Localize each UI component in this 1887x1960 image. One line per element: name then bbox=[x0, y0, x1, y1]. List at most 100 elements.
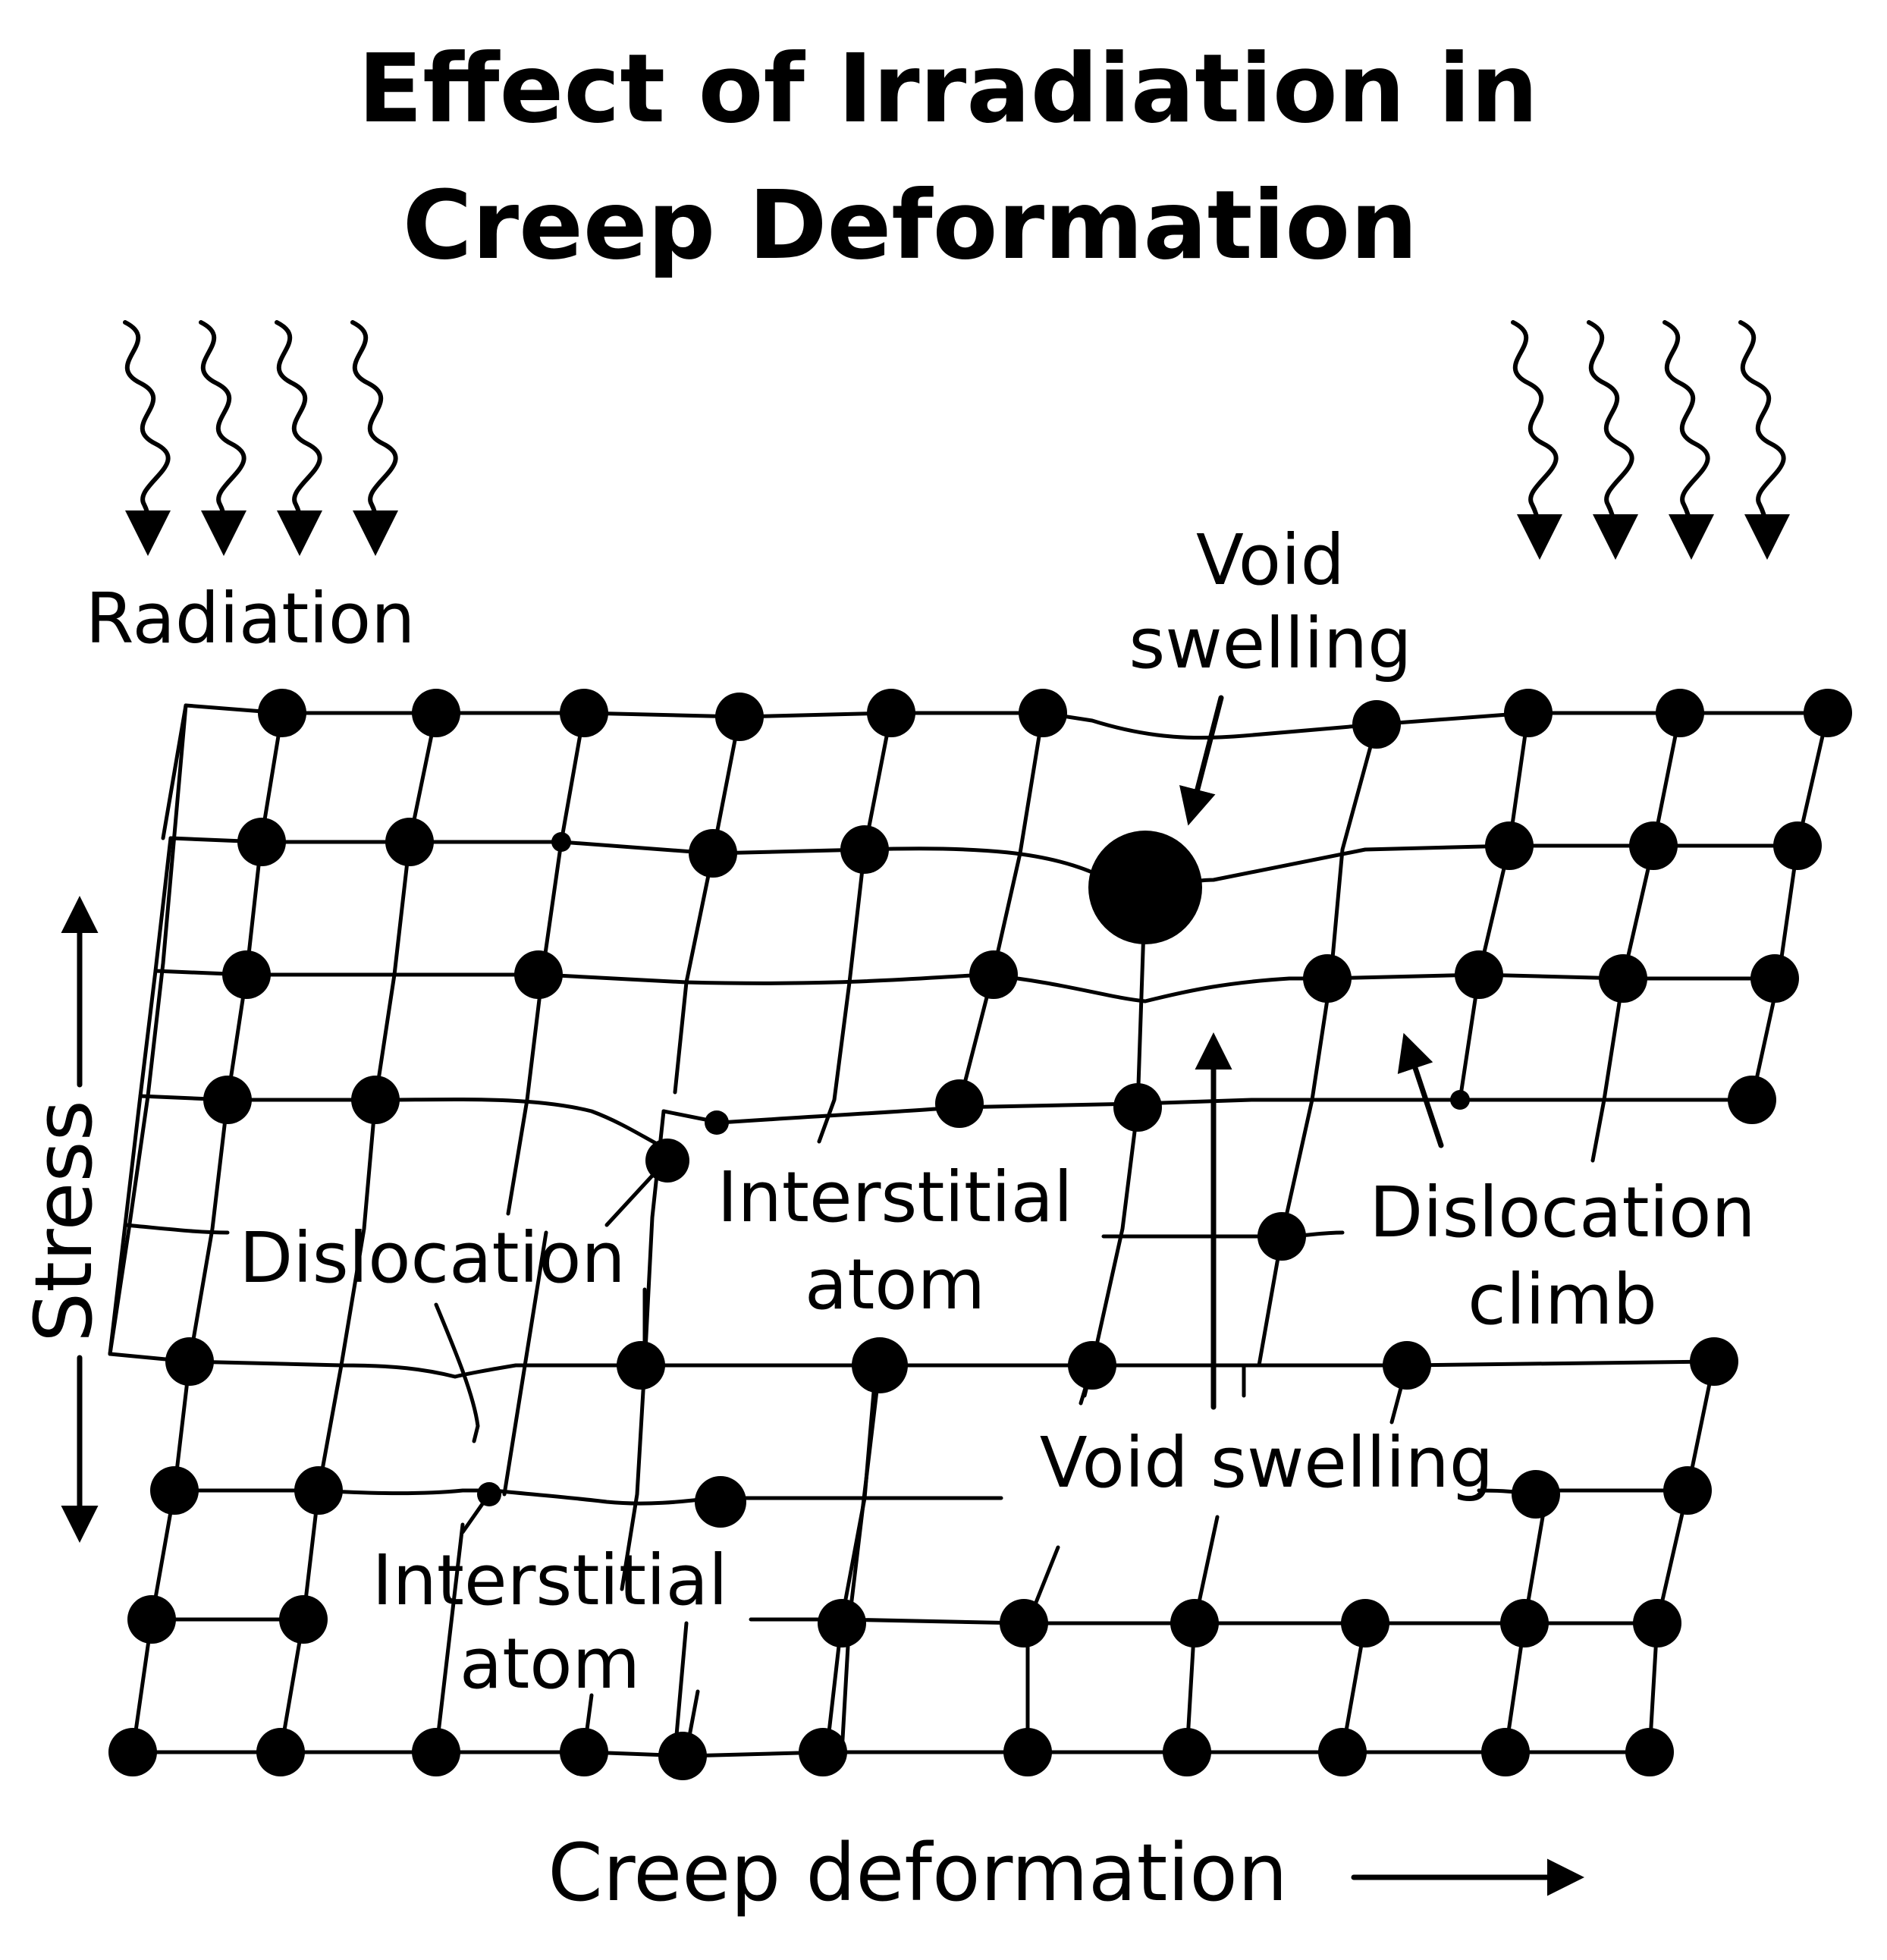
title-line-2: Creep Deformation bbox=[403, 171, 1418, 281]
atom bbox=[108, 1728, 157, 1776]
atom bbox=[1352, 700, 1401, 749]
lattice-column-line bbox=[1503, 1359, 1716, 1754]
radiation-arrows-left bbox=[123, 320, 399, 556]
atom bbox=[1500, 1599, 1549, 1647]
radiation-label: Radiation bbox=[86, 578, 416, 659]
void bbox=[1088, 831, 1202, 944]
dislocation-pointer bbox=[434, 1302, 480, 1443]
interstitial-atom-label-1: Interstitial bbox=[717, 1157, 1072, 1238]
atom bbox=[222, 950, 271, 999]
atom bbox=[477, 1482, 501, 1506]
atom bbox=[203, 1076, 252, 1124]
void-swelling-pointer-icon bbox=[1179, 695, 1224, 826]
atom bbox=[1163, 1728, 1211, 1776]
title-line-1: Effect of Irradiation in bbox=[358, 34, 1538, 144]
lattice-atoms bbox=[108, 689, 1852, 1780]
lattice-column-line bbox=[278, 711, 438, 1754]
radiation-wave-icon bbox=[123, 320, 171, 556]
atom bbox=[279, 1595, 328, 1644]
void-swelling-top-label-2: swelling bbox=[1129, 603, 1411, 684]
atom bbox=[1019, 689, 1067, 737]
atom bbox=[658, 1732, 707, 1780]
radiation-wave-icon bbox=[1587, 320, 1638, 560]
radiation-wave-icon bbox=[1663, 320, 1714, 560]
atom bbox=[617, 1341, 665, 1390]
atom bbox=[1455, 950, 1503, 999]
lattice-row-line bbox=[108, 1352, 1716, 1379]
lattice-column-line bbox=[1079, 881, 1148, 1406]
atom bbox=[1000, 1599, 1048, 1647]
lattice-row-line bbox=[184, 703, 1830, 740]
atom bbox=[1625, 1728, 1674, 1776]
atom bbox=[1383, 1341, 1431, 1390]
atom bbox=[689, 829, 737, 878]
atom bbox=[150, 1466, 199, 1515]
lattice-column-line bbox=[108, 703, 188, 1356]
atom bbox=[935, 1079, 984, 1128]
creep-deformation-label: Creep deformation bbox=[548, 1827, 1288, 1919]
stress-label: Stress bbox=[17, 1100, 110, 1343]
radiation-wave-icon bbox=[199, 320, 247, 556]
lattice-column-line bbox=[130, 711, 284, 1754]
atom bbox=[695, 1476, 746, 1528]
atom bbox=[256, 1728, 305, 1776]
lattice-column-line bbox=[1257, 722, 1379, 1368]
interstitial-atom-label-2: atom bbox=[805, 1244, 985, 1325]
atom bbox=[1599, 954, 1647, 1003]
lattice-row-line bbox=[123, 1223, 1345, 1239]
atom bbox=[1504, 689, 1553, 737]
lattice-column-line bbox=[1750, 711, 1830, 1102]
atom bbox=[1003, 1728, 1052, 1776]
atom bbox=[1633, 1599, 1681, 1647]
radiation-arrows-right bbox=[1511, 320, 1790, 560]
atom bbox=[1257, 1212, 1306, 1261]
atom bbox=[412, 689, 460, 737]
atom bbox=[1750, 954, 1799, 1003]
dislocation-climb-label-2: climb bbox=[1468, 1259, 1657, 1340]
stress-axis: Stress bbox=[17, 896, 110, 1543]
atom bbox=[1728, 1076, 1776, 1124]
atom bbox=[514, 950, 563, 999]
atom bbox=[715, 693, 764, 741]
atom bbox=[165, 1337, 214, 1386]
atom bbox=[385, 818, 434, 866]
creep-axis: Creep deformation bbox=[548, 1827, 1584, 1919]
atom bbox=[1318, 1728, 1367, 1776]
atom bbox=[1663, 1466, 1712, 1515]
dislocation-climb-arrow-icon bbox=[1397, 1032, 1444, 1148]
atom bbox=[1341, 1599, 1389, 1647]
void-swelling-bottom-label: Void swelling bbox=[1040, 1422, 1493, 1503]
lattice-row-line bbox=[130, 1750, 1652, 1758]
atom bbox=[127, 1595, 176, 1644]
atom bbox=[1629, 821, 1678, 870]
interstitial-atom-label-3: Interstitial bbox=[372, 1540, 727, 1621]
lattice-column-line bbox=[1458, 711, 1531, 1102]
interstitial-pointer bbox=[604, 1173, 655, 1227]
radiation-wave-icon bbox=[1738, 320, 1790, 560]
atom bbox=[412, 1728, 460, 1776]
atom bbox=[1068, 1341, 1116, 1390]
atom bbox=[560, 689, 608, 737]
atom bbox=[705, 1110, 729, 1135]
atom bbox=[1690, 1337, 1738, 1386]
atom bbox=[852, 1337, 908, 1393]
atom bbox=[351, 1076, 400, 1124]
atom bbox=[969, 950, 1018, 999]
atom bbox=[294, 1466, 343, 1515]
atom bbox=[818, 1599, 866, 1647]
atom bbox=[258, 689, 306, 737]
atom bbox=[1450, 1090, 1470, 1110]
dislocation-climb-label-1: Dislocation bbox=[1369, 1172, 1755, 1253]
lattice-column-line bbox=[108, 703, 188, 1356]
radiation-wave-icon bbox=[275, 320, 323, 556]
atom bbox=[1804, 689, 1852, 737]
atom bbox=[1485, 821, 1534, 870]
dislocation-label: Dislocation bbox=[239, 1217, 625, 1299]
atom bbox=[1170, 1599, 1219, 1647]
lattice-row-line bbox=[153, 969, 1777, 1004]
atom bbox=[1656, 689, 1704, 737]
radiation-wave-icon bbox=[1511, 320, 1562, 560]
lattice-column-line bbox=[1590, 711, 1682, 1163]
